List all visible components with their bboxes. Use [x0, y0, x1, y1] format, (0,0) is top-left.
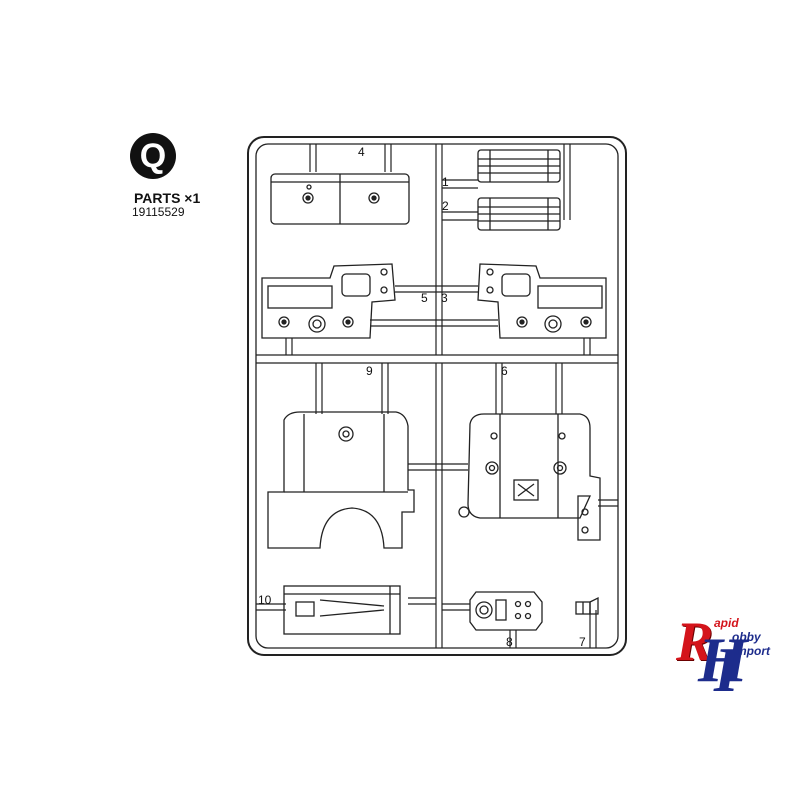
- part-10-battery-box: [283, 585, 401, 635]
- sprue-frame: [247, 136, 627, 656]
- logo-word-hobby: obby: [732, 630, 761, 644]
- rapid-hobby-import-logo: R H I apid obby mport: [676, 611, 794, 702]
- parts-quantity-label: PARTS ×1: [134, 190, 201, 206]
- logo-letter-r: R: [676, 611, 714, 673]
- part-number-5: 5: [421, 291, 428, 305]
- sprue-letter-badge: Q: [130, 133, 176, 179]
- part-number-9: 9: [366, 364, 373, 378]
- part-7-clip: [575, 596, 599, 615]
- logo-letter-i: I: [714, 634, 739, 705]
- part-number-4: 4: [358, 145, 365, 159]
- part-number-10: 10: [258, 593, 272, 607]
- part-number-1: 1: [442, 175, 449, 189]
- part-5-mount-plate: [261, 263, 396, 339]
- part-9-tank-shell: [267, 411, 415, 549]
- part-number-7: 7: [579, 635, 586, 649]
- part-number-6: 6: [501, 364, 508, 378]
- part-4-tank-cover: [270, 173, 410, 225]
- logo-word-rapid: apid: [714, 616, 739, 630]
- part-1-ladder: [477, 149, 561, 183]
- logo-word-import: mport: [736, 644, 770, 658]
- logo-letter-h: H: [698, 624, 748, 695]
- part-8-bracket: [469, 591, 543, 631]
- sprue-runners: [256, 144, 618, 648]
- part-number-8: 8: [506, 635, 513, 649]
- part-number-3: 3: [441, 291, 448, 305]
- sprue-frame-inner: [255, 143, 619, 649]
- part-number-2: 2: [442, 199, 449, 213]
- part-code: 19115529: [132, 205, 185, 219]
- part-6-tank-body: [458, 413, 601, 541]
- part-2-ladder: [477, 197, 561, 231]
- part-3-mount-plate: [477, 263, 607, 339]
